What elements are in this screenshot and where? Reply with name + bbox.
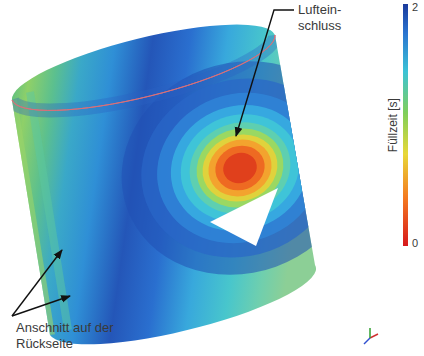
fill-contours bbox=[12, 28, 389, 335]
scale-value: 0 bbox=[412, 237, 418, 250]
leader-line bbox=[12, 250, 62, 316]
callout-label: Luftein- schluss bbox=[298, 2, 360, 33]
top-rim bbox=[12, 35, 275, 110]
axis-title: Füllzeit [s] bbox=[386, 98, 400, 152]
leader-line bbox=[12, 296, 70, 316]
cylinder-shell bbox=[12, 25, 389, 345]
rim-back bbox=[12, 35, 275, 110]
color-bar bbox=[403, 4, 408, 246]
callout-label: Anschnitt auf der Rückseite bbox=[16, 320, 134, 351]
unfilled-gap bbox=[210, 188, 278, 246]
leader-line bbox=[236, 10, 294, 136]
scale-value: 2 bbox=[412, 1, 418, 14]
axis-triad bbox=[364, 328, 378, 344]
